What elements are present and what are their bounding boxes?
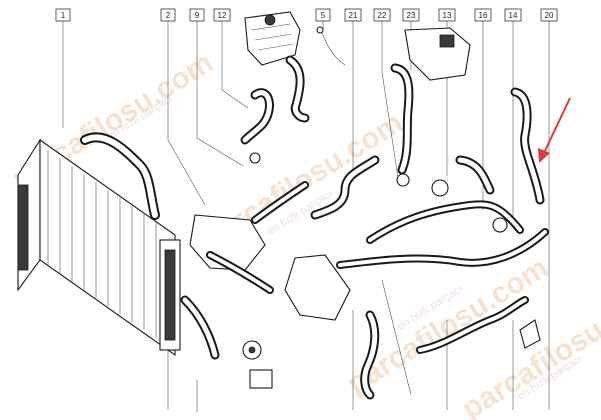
callout-9: 9 [189, 8, 205, 22]
callout-9-text: 9 [195, 11, 200, 20]
callout-12: 12 [213, 8, 231, 22]
radiator [17, 138, 181, 357]
expansion-tank [244, 11, 301, 66]
callout-2: 2 [160, 8, 176, 22]
thermostat-housing [404, 27, 471, 81]
callout-13-text: 13 [443, 11, 452, 20]
callout-1: 1 [55, 8, 71, 22]
callout-20-text: 20 [545, 11, 554, 20]
callout-16-text: 16 [479, 11, 488, 20]
callout-23: 23 [402, 8, 420, 22]
callout-23-text: 23 [407, 11, 416, 20]
callout-5-text: 5 [321, 11, 326, 20]
callout-13: 13 [438, 8, 456, 22]
callout-2-text: 2 [166, 11, 171, 20]
callout-12-text: 12 [218, 11, 227, 20]
callout-20: 20 [540, 8, 558, 22]
callout-1-text: 1 [61, 11, 66, 20]
callout-labels: 1 2 9 12 5 21 22 23 [55, 8, 558, 22]
callout-14-text: 14 [509, 11, 518, 20]
callout-16: 16 [474, 8, 492, 22]
callout-5: 5 [315, 8, 331, 22]
callout-21: 21 [344, 8, 362, 22]
fittings [242, 26, 541, 389]
callout-21-text: 21 [349, 11, 358, 20]
callout-22-text: 22 [378, 11, 387, 20]
callout-22: 22 [373, 8, 391, 22]
callout-14: 14 [504, 8, 522, 22]
hoses [80, 55, 549, 400]
red-pointer-arrow [538, 97, 571, 163]
